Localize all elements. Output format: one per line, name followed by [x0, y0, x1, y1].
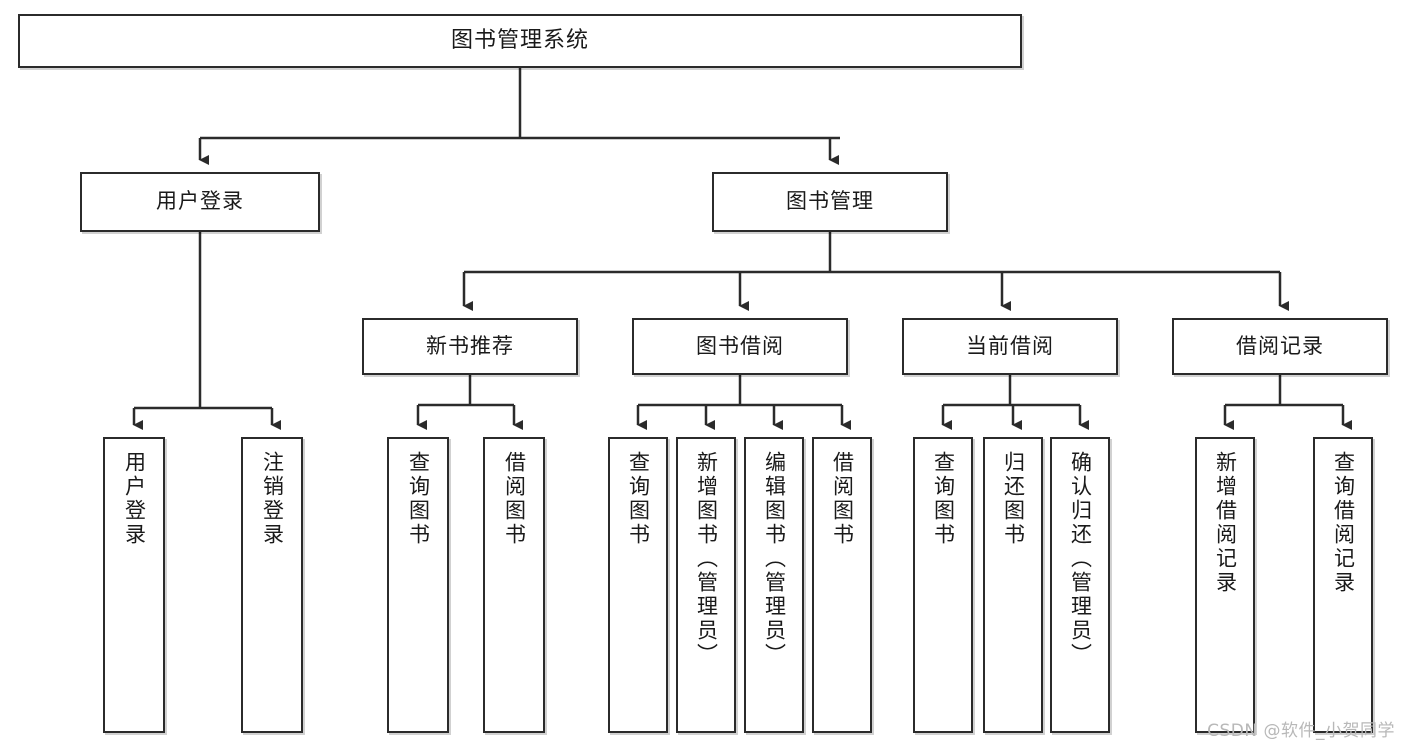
node-borrow-record-label: 借阅记录 — [1236, 333, 1324, 358]
node-leaf-add-book[interactable]: 新增图书（管理员） — [676, 437, 736, 733]
node-user-login[interactable]: 用户登录 — [80, 172, 320, 232]
node-user-login-label: 用户登录 — [156, 189, 244, 214]
node-current-borrow-label: 当前借阅 — [966, 333, 1054, 358]
node-leaf-user-login-label: 用户登录 — [122, 451, 147, 547]
node-book-manage-label: 图书管理 — [786, 189, 874, 214]
node-leaf-user-login[interactable]: 用户登录 — [103, 437, 165, 733]
node-leaf-logout-label: 注销登录 — [260, 451, 285, 547]
node-borrow-record[interactable]: 借阅记录 — [1172, 318, 1388, 375]
node-leaf-logout[interactable]: 注销登录 — [241, 437, 303, 733]
node-leaf-return-book[interactable]: 归还图书 — [983, 437, 1043, 733]
node-leaf-query-book-3-label: 查询图书 — [931, 451, 956, 547]
node-leaf-confirm-return[interactable]: 确认归还（管理员） — [1050, 437, 1110, 733]
node-leaf-add-book-label: 新增图书（管理员） — [694, 451, 719, 667]
node-new-book-recommend-label: 新书推荐 — [426, 333, 514, 358]
node-leaf-query-book-1-label: 查询图书 — [406, 451, 431, 547]
node-current-borrow[interactable]: 当前借阅 — [902, 318, 1118, 375]
node-leaf-add-record-label: 新增借阅记录 — [1213, 451, 1238, 595]
node-leaf-query-book-3[interactable]: 查询图书 — [913, 437, 973, 733]
node-leaf-query-record-label: 查询借阅记录 — [1331, 451, 1356, 595]
node-root-label: 图书管理系统 — [450, 27, 589, 53]
node-leaf-borrow-book-2-label: 借阅图书 — [830, 451, 855, 547]
node-leaf-edit-book[interactable]: 编辑图书（管理员） — [744, 437, 804, 733]
node-leaf-borrow-book-1[interactable]: 借阅图书 — [483, 437, 545, 733]
node-leaf-edit-book-label: 编辑图书（管理员） — [762, 451, 787, 667]
node-book-borrow[interactable]: 图书借阅 — [632, 318, 848, 375]
node-leaf-query-book-2-label: 查询图书 — [626, 451, 651, 547]
node-leaf-return-book-label: 归还图书 — [1001, 451, 1026, 547]
node-root[interactable]: 图书管理系统 — [18, 14, 1022, 68]
node-leaf-query-book-2[interactable]: 查询图书 — [608, 437, 668, 733]
node-leaf-borrow-book-1-label: 借阅图书 — [502, 451, 527, 547]
node-book-borrow-label: 图书借阅 — [696, 333, 784, 358]
node-leaf-query-record[interactable]: 查询借阅记录 — [1313, 437, 1373, 733]
node-book-manage[interactable]: 图书管理 — [712, 172, 948, 232]
node-leaf-confirm-return-label: 确认归还（管理员） — [1068, 451, 1093, 667]
node-leaf-add-record[interactable]: 新增借阅记录 — [1195, 437, 1255, 733]
node-leaf-query-book-1[interactable]: 查询图书 — [387, 437, 449, 733]
node-leaf-borrow-book-2[interactable]: 借阅图书 — [812, 437, 872, 733]
node-new-book-recommend[interactable]: 新书推荐 — [362, 318, 578, 375]
